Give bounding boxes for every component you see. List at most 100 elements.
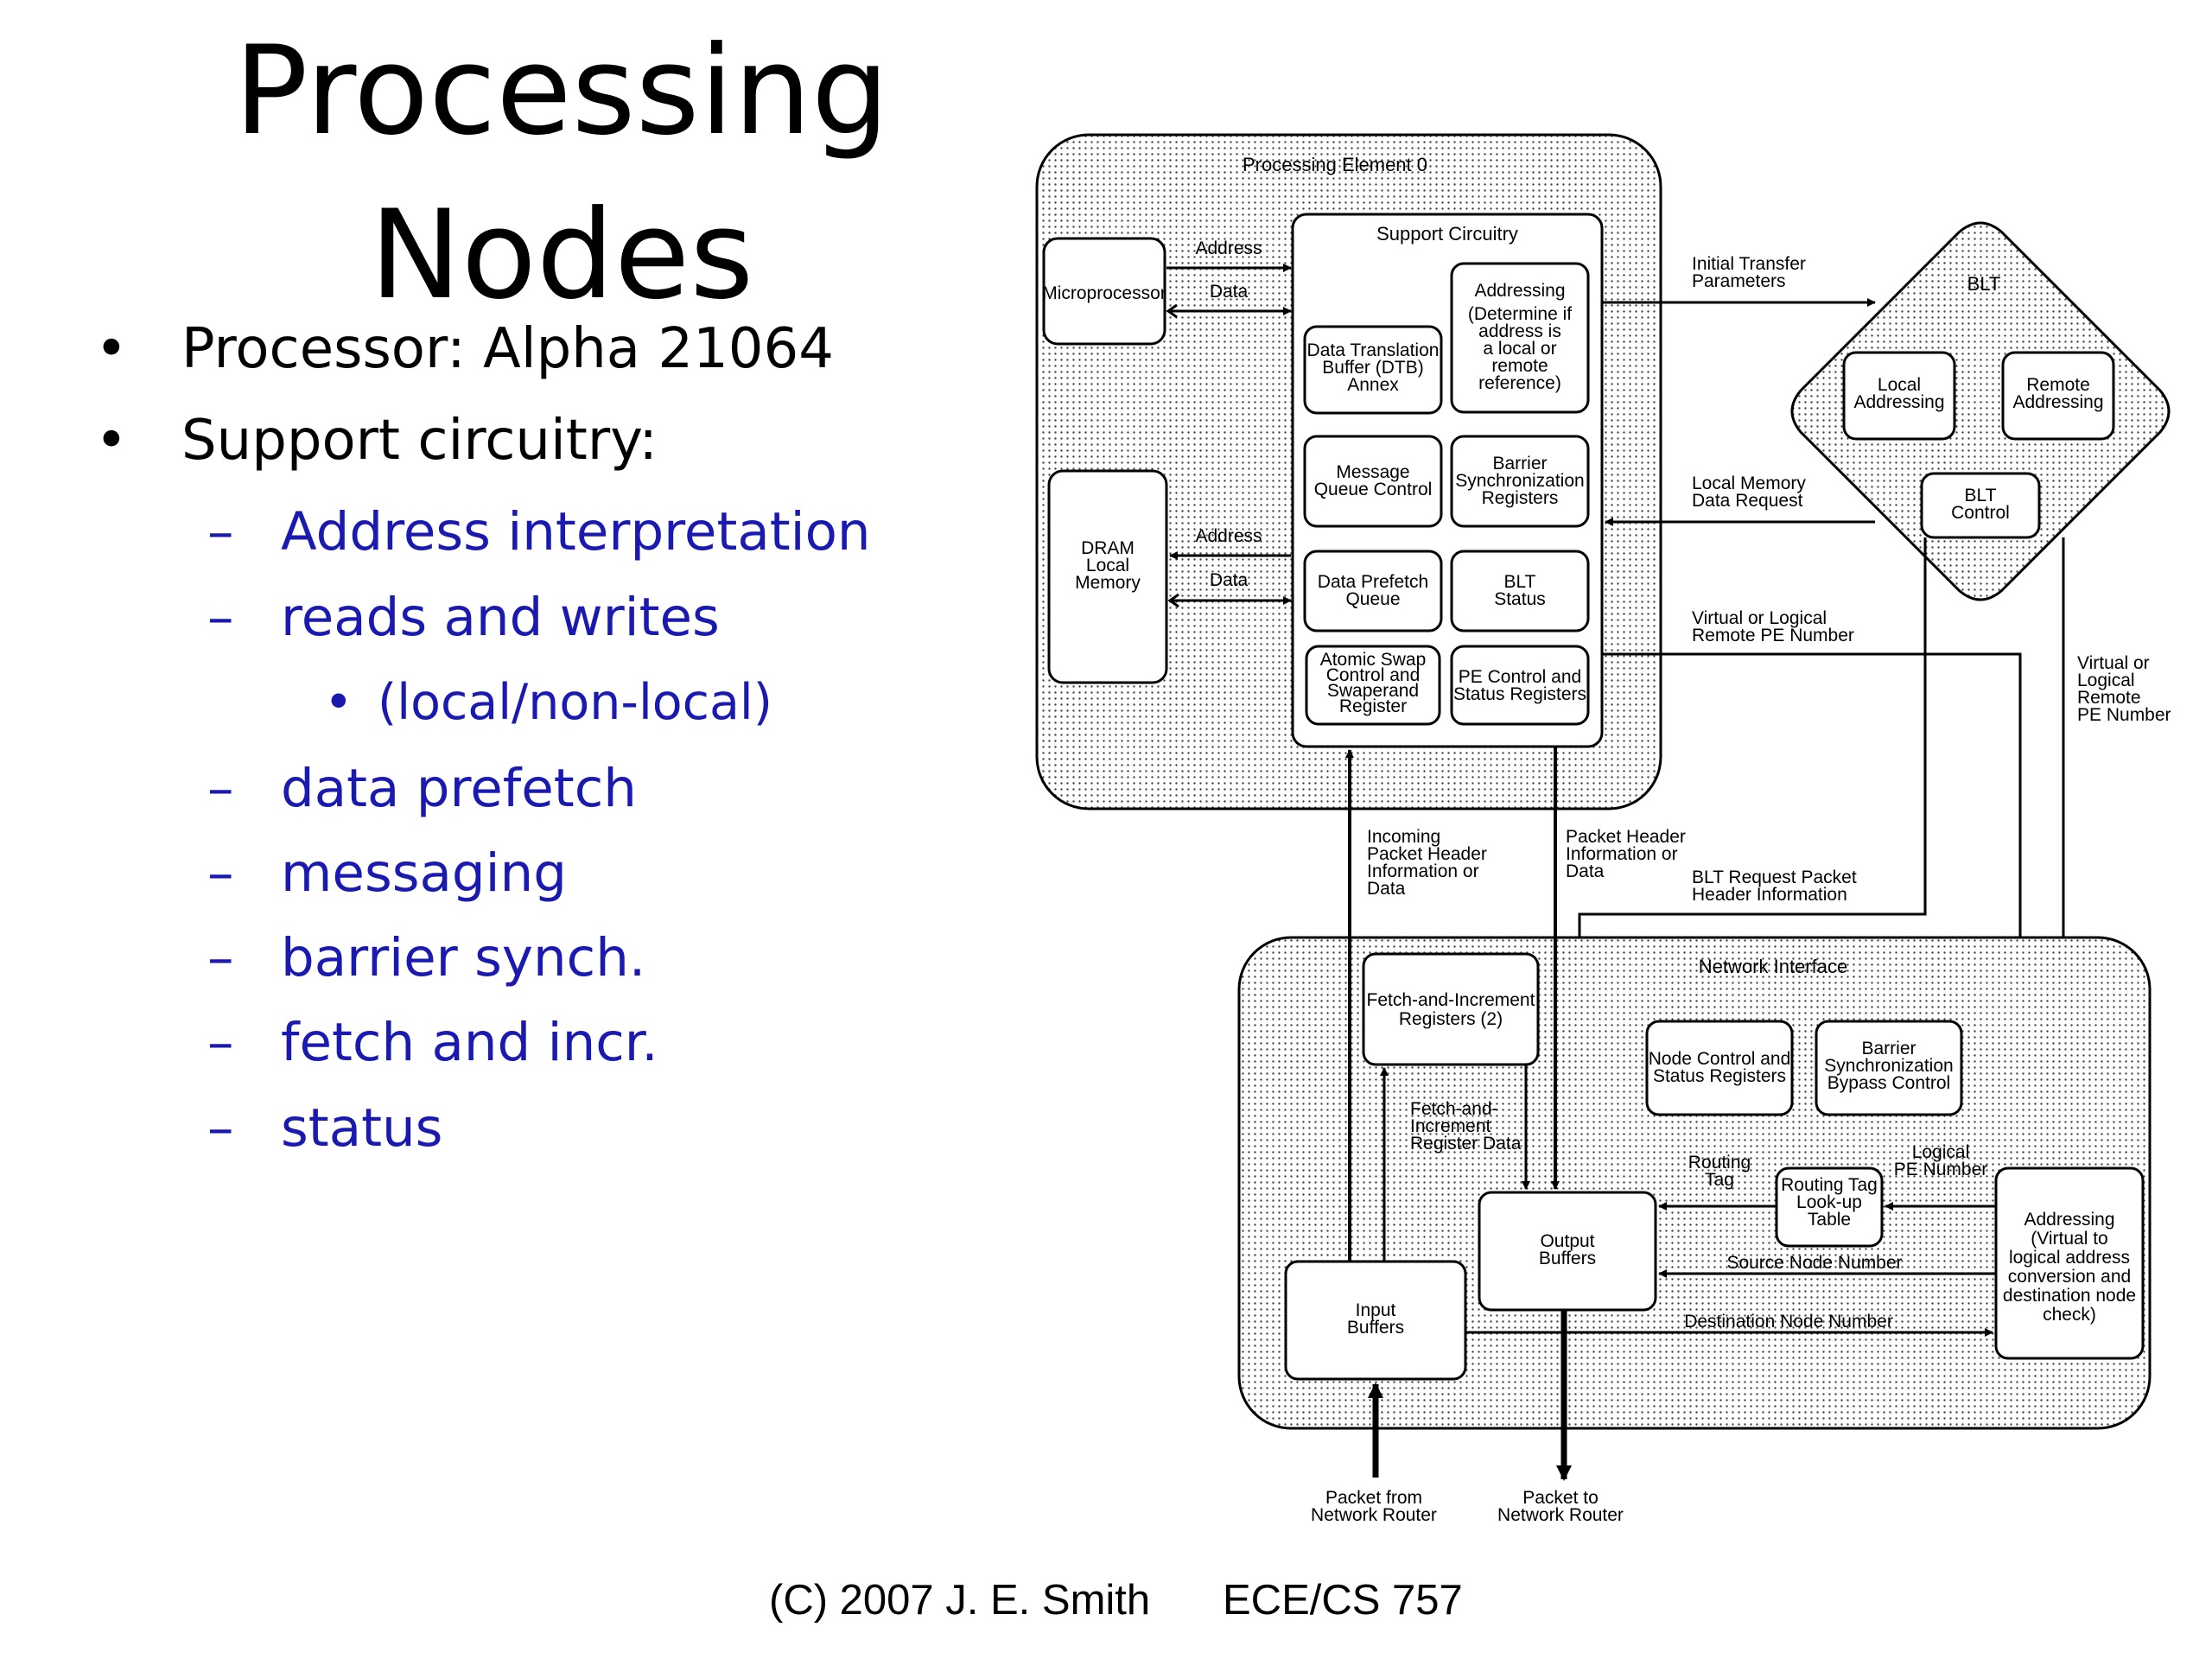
- ni-addressing-line-4: conversion and: [2008, 1267, 2131, 1287]
- barrier-line-1: Barrier: [1492, 454, 1547, 474]
- blt-diamond: [1790, 221, 2171, 601]
- fetch-increment-box: [1362, 952, 1540, 1066]
- sub-bullet-text: messaging: [281, 842, 567, 904]
- addressing-line-1: Addressing: [1474, 281, 1565, 301]
- local-addressing-box: [1842, 351, 1956, 441]
- output-buffers-line-2: Buffers: [1539, 1249, 1596, 1268]
- routing-lookup-line-2: Look-up: [1796, 1192, 1862, 1212]
- virtual-remote-pe-line-1: Virtual or Logical: [1692, 608, 1827, 628]
- incoming-packet-line-3: Information or: [1367, 861, 1479, 881]
- input-buffers-box: [1284, 1260, 1467, 1381]
- dash-marker: –: [207, 501, 234, 563]
- dram-data-label: Data: [1210, 570, 1249, 590]
- blt-control-line-2: Control: [1951, 503, 2010, 523]
- barrier-registers-box: [1450, 435, 1590, 528]
- sub-bullet-text: barrier synch.: [281, 927, 646, 988]
- fetch-inc-data-line-3: Register Data: [1410, 1134, 1522, 1154]
- atomic-swap-line-1: Atomic Swap: [1320, 650, 1427, 670]
- local-addressing-line-2: Addressing: [1853, 392, 1944, 412]
- remote-addressing-line-2: Addressing: [2012, 392, 2103, 412]
- local-memory-line-1: Local Memory: [1692, 474, 1806, 493]
- logical-pe-line-2: PE Number: [1894, 1160, 1988, 1179]
- blt-request-line-2: Header Information: [1692, 885, 1847, 905]
- addressing-line-4: a local or: [1483, 339, 1556, 359]
- dash-marker: –: [207, 758, 234, 819]
- incoming-packet-line-1: Incoming: [1367, 827, 1440, 847]
- bullet-text: Support circuitry:: [181, 409, 658, 473]
- atomic-swap-line-4: Register: [1339, 696, 1407, 716]
- packet-to-line-2: Network Router: [1497, 1505, 1624, 1525]
- packet-header-out-line-2: Information or: [1566, 844, 1678, 864]
- virtual-right-line-2: Logical: [2077, 671, 2135, 690]
- blt-control-line-1: BLT: [1965, 486, 1997, 505]
- micro-data-back-arrowhead: [1166, 303, 1178, 319]
- bullet-list: • Processor: Alpha 21064 • Support circu…: [0, 0, 994, 1210]
- microprocessor-box: [1042, 237, 1166, 346]
- footer-course: ECE/CS 757: [1223, 1577, 1463, 1624]
- bullet-marker: •: [95, 409, 128, 473]
- dtb-line-2: Buffer (DTB): [1322, 358, 1423, 378]
- dash-marker: –: [207, 1097, 234, 1159]
- addressing-line-5: remote: [1491, 356, 1548, 376]
- packet-from-line-2: Network Router: [1311, 1505, 1437, 1525]
- dram-box: [1047, 469, 1168, 684]
- dtb-line-1: Data Translation: [1307, 340, 1440, 360]
- sub-bullet-text: data prefetch: [281, 758, 637, 819]
- message-queue-line-2: Queue Control: [1314, 480, 1433, 499]
- packet-from-line-1: Packet from: [1325, 1488, 1422, 1508]
- atomic-swap-box: [1305, 645, 1441, 726]
- input-buffers-line-1: Input: [1356, 1300, 1396, 1320]
- addressing-line-3: address is: [1478, 321, 1561, 341]
- remote-addressing-box: [2001, 351, 2115, 441]
- barrier-bypass-line-1: Barrier: [1861, 1039, 1916, 1058]
- fetch-inc-data-line-1: Fetch-and-: [1410, 1099, 1498, 1119]
- routing-tag-line-2: Tag: [1705, 1170, 1734, 1190]
- packet-header-out-line-3: Data: [1566, 861, 1605, 881]
- sub-bullet-text: status: [281, 1097, 443, 1159]
- slide-title-line1: Processing: [233, 20, 890, 162]
- addressing-box: [1450, 262, 1590, 414]
- incoming-packet-line-2: Packet Header: [1367, 844, 1487, 864]
- pe-control-box: [1450, 645, 1590, 726]
- packet-header-out-line-1: Packet Header: [1566, 827, 1686, 847]
- ni-addressing-line-5: destination node: [2003, 1286, 2136, 1306]
- fetch-inc-data-line-2: Increment: [1410, 1116, 1491, 1136]
- slide-title-line2: Nodes: [369, 184, 754, 327]
- dram-address-label: Address: [1195, 526, 1262, 546]
- prefetch-line-1: Data Prefetch: [1318, 572, 1428, 592]
- routing-tag-line-1: Routing: [1688, 1153, 1751, 1173]
- sub-bullet-text: Address interpretation: [281, 501, 871, 563]
- initial-transfer-line-2: Parameters: [1692, 271, 1786, 291]
- blt-status-line-2: Status: [1494, 589, 1546, 609]
- ni-addressing-box: [1994, 1166, 2145, 1360]
- dash-marker: –: [207, 842, 234, 904]
- fetch-increment-line-2: Registers (2): [1399, 1009, 1503, 1029]
- barrier-bypass-line-3: Bypass Control: [1827, 1073, 1950, 1093]
- virtual-right-line-4: PE Number: [2077, 705, 2171, 725]
- dram-data-back-arrowhead: [1167, 593, 1179, 608]
- dtb-annex-box: [1303, 325, 1443, 415]
- barrier-bypass-box: [1815, 1020, 1963, 1116]
- message-queue-box: [1303, 435, 1443, 528]
- sub-bullet-text: reads and writes: [281, 587, 720, 648]
- ni-addressing-line-2: (Virtual to: [2031, 1229, 2108, 1249]
- logical-pe-line-1: Logical: [1912, 1142, 1970, 1162]
- local-memory-line-2: Data Request: [1692, 491, 1803, 511]
- virtual-remote-pe-line-2: Remote PE Number: [1692, 626, 1854, 645]
- local-addressing-line-1: Local: [1878, 375, 1921, 395]
- routing-lookup-line-3: Table: [1808, 1210, 1851, 1230]
- sub-sub-bullet-text: (local/non-local): [378, 674, 773, 731]
- pe-control-line-1: PE Control and: [1459, 667, 1581, 687]
- blt-label: BLT: [1967, 273, 2001, 295]
- ni-addressing-line-3: logical address: [2009, 1248, 2130, 1268]
- data-prefetch-box: [1303, 550, 1443, 632]
- dash-marker: –: [207, 927, 234, 988]
- ni-addressing-line-1: Addressing: [2024, 1210, 2114, 1230]
- bullet-marker: •: [95, 317, 128, 381]
- node-control-box: [1645, 1020, 1794, 1116]
- destination-node-label: Destination Node Number: [1684, 1312, 1893, 1332]
- message-queue-line-1: Message: [1336, 462, 1409, 482]
- barrier-line-3: Registers: [1482, 488, 1559, 508]
- output-buffers-box: [1478, 1191, 1657, 1312]
